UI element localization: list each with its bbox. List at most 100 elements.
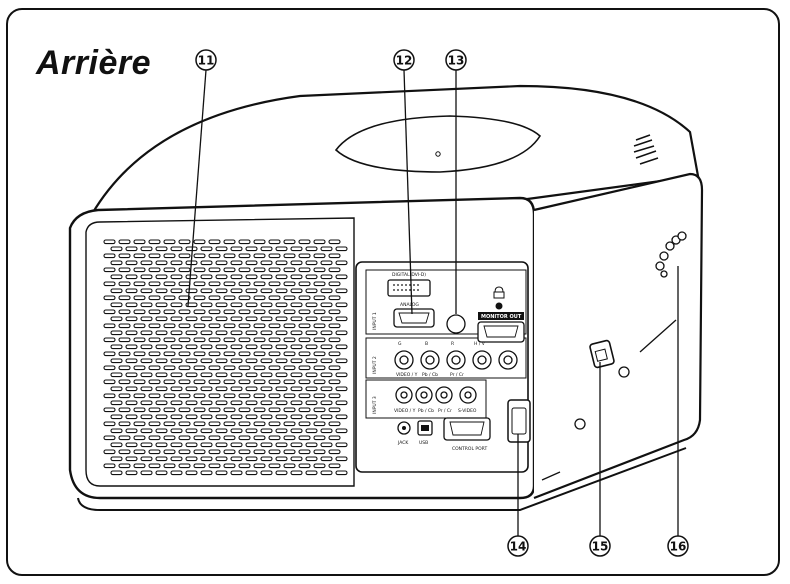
vent-slot [260, 400, 273, 406]
vent-slot [140, 316, 153, 322]
vent-slot [328, 463, 341, 469]
vent-slot [320, 316, 333, 322]
vent-slot [268, 449, 281, 455]
vent-slot [103, 309, 116, 315]
vent-slot [268, 281, 281, 287]
svg-text:Pb / Cb: Pb / Cb [422, 372, 438, 378]
vent-slot [208, 421, 221, 427]
vent-slot [260, 386, 273, 392]
vent-slot [290, 386, 303, 392]
vent-slot [148, 337, 161, 343]
vent-slot [298, 239, 311, 245]
vent-slot [133, 393, 146, 399]
vent-slot [283, 463, 296, 469]
vent-slot [208, 253, 221, 259]
vent-slot [163, 281, 176, 287]
svg-text:R: R [451, 341, 454, 347]
vent-slot [335, 316, 348, 322]
vent-slot [193, 323, 206, 329]
vent-slot [245, 470, 258, 476]
vent-slot [208, 407, 221, 413]
input3-rca-connectors [395, 386, 477, 404]
vent-slot [110, 372, 123, 378]
vent-slot [125, 400, 138, 406]
vent-slot [305, 442, 318, 448]
vent-slot [125, 288, 138, 294]
vent-slot [305, 316, 318, 322]
vent-slot [260, 414, 273, 420]
vent-slot [200, 372, 213, 378]
vent-slot [208, 379, 221, 385]
vent-slot [275, 358, 288, 364]
vent-slot [275, 372, 288, 378]
vent-slot [170, 330, 183, 336]
vent-slot [290, 414, 303, 420]
vent-slot [230, 288, 243, 294]
vent-slot [238, 407, 251, 413]
callout-leaders [187, 69, 679, 536]
vent-slot [103, 463, 116, 469]
vent-slot [290, 288, 303, 294]
svg-text:B: B [425, 341, 428, 347]
vent-slot [290, 246, 303, 252]
vent-slot [193, 351, 206, 357]
callout-12: 12 [393, 49, 415, 71]
vent-slot [275, 456, 288, 462]
vent-slot [103, 267, 116, 273]
callout-11: 11 [195, 49, 217, 71]
vent-slot [320, 358, 333, 364]
vent-slot [163, 449, 176, 455]
vent-slot [155, 470, 168, 476]
vent-slot [155, 260, 168, 266]
vent-slot [200, 330, 213, 336]
vent-slot [193, 309, 206, 315]
vent-slot [155, 428, 168, 434]
vent-slot [140, 456, 153, 462]
vent-slot [305, 288, 318, 294]
vent-slot [320, 414, 333, 420]
vent-slot [200, 260, 213, 266]
vent-slot [245, 456, 258, 462]
vent-slot [238, 239, 251, 245]
vent-slot [260, 330, 273, 336]
vent-slot [320, 330, 333, 336]
vent-slot [305, 470, 318, 476]
vent-slot [200, 344, 213, 350]
vent-slot [200, 246, 213, 252]
vent-slot [163, 323, 176, 329]
dvi-connector [387, 279, 431, 297]
vent-slot [223, 323, 236, 329]
vent-slot [335, 288, 348, 294]
vent-slot [125, 358, 138, 364]
vent-slot [305, 372, 318, 378]
vent-slot [268, 239, 281, 245]
vent-slot [155, 316, 168, 322]
vent-slot [253, 351, 266, 357]
callout-16: 16 [667, 535, 689, 557]
vent-slot [298, 253, 311, 259]
svg-text:INPUT 3: INPUT 3 [372, 396, 378, 414]
vent-slot [148, 309, 161, 315]
vent-slot [215, 274, 228, 280]
vent-slot [328, 323, 341, 329]
vent-slot [148, 365, 161, 371]
vent-slot [118, 295, 131, 301]
vent-slot [298, 267, 311, 273]
vent-slot [298, 463, 311, 469]
vent-slot [103, 407, 116, 413]
vent-slot [245, 260, 258, 266]
vent-slot [290, 302, 303, 308]
vent-slot [118, 351, 131, 357]
vent-slot [223, 435, 236, 441]
vent-slot [283, 379, 296, 385]
vent-slot [193, 421, 206, 427]
vent-slot [200, 386, 213, 392]
vent-slot [283, 309, 296, 315]
vent-slot [200, 470, 213, 476]
svg-text:ANALOG: ANALOG [400, 302, 419, 308]
vent-slot [230, 470, 243, 476]
vent-slot [328, 253, 341, 259]
vent-slot [290, 344, 303, 350]
vent-slot [335, 400, 348, 406]
vent-slot [275, 344, 288, 350]
